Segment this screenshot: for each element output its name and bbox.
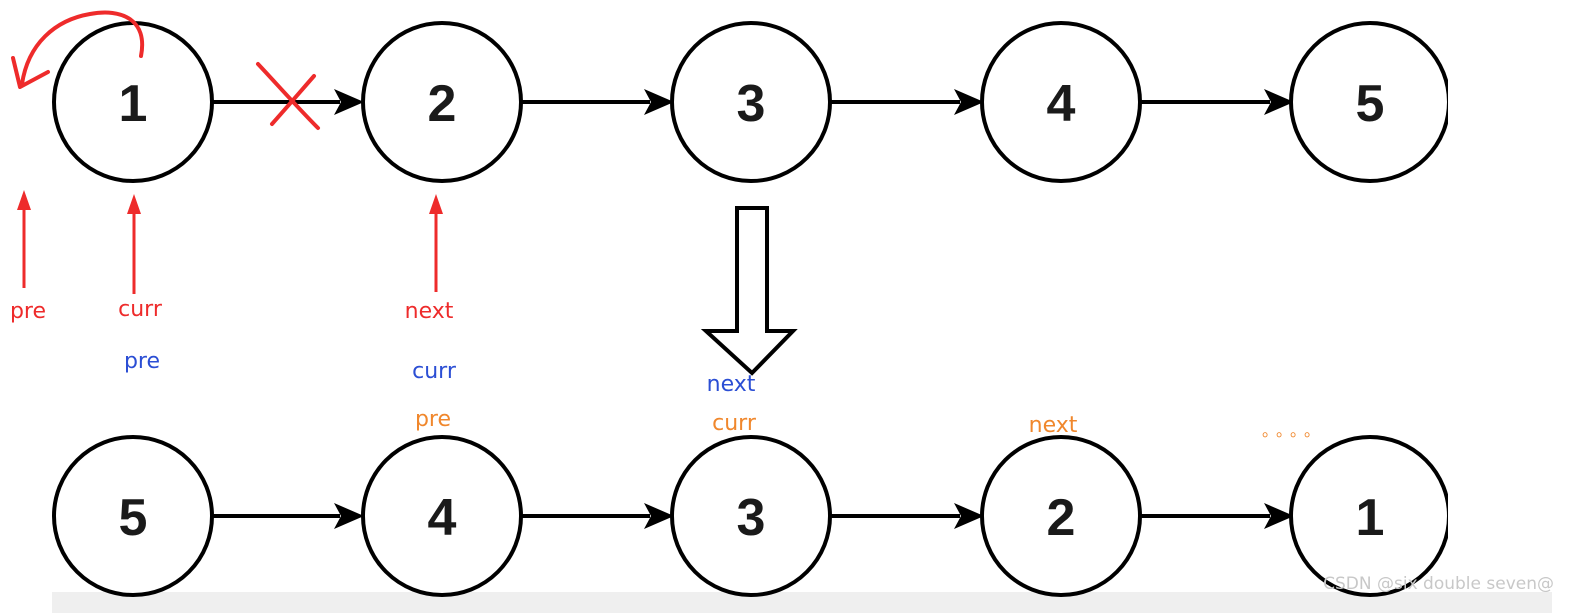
reverse-pointer-arrowhead — [11, 56, 50, 89]
label-curr: curr — [118, 297, 163, 322]
node-value: 5 — [119, 489, 148, 547]
node-value: 2 — [428, 75, 457, 133]
transform-down-arrow — [700, 206, 798, 376]
arrowhead — [644, 89, 674, 115]
red-annotations — [11, 10, 443, 294]
label-ellipsis: 。。。。 — [1262, 421, 1326, 440]
right-crop-mask — [1448, 0, 1596, 592]
arrowhead — [334, 89, 364, 115]
node-value: 1 — [119, 75, 148, 133]
list-node: 5 — [1289, 21, 1451, 183]
cross-mark-stroke — [270, 74, 316, 126]
arrowhead — [954, 89, 984, 115]
label-pre: pre — [415, 407, 451, 432]
label-next: next — [707, 372, 756, 397]
watermark: CSDN @six double seven@ — [1323, 574, 1554, 594]
node-value: 3 — [737, 489, 766, 547]
arrowhead — [127, 194, 141, 214]
node-value: 1 — [1356, 489, 1385, 547]
label-next: next — [1029, 413, 1078, 438]
list-node: 3 — [670, 435, 832, 597]
top-edges — [212, 89, 1294, 115]
list-node: 4 — [361, 435, 523, 597]
bottom-edges — [212, 503, 1294, 529]
list-node: 1 — [1289, 435, 1451, 597]
arrowhead — [954, 503, 984, 529]
list-node: 2 — [980, 435, 1142, 597]
arrowhead — [429, 194, 443, 214]
bottom-bar — [52, 592, 1552, 613]
arrowhead — [334, 503, 364, 529]
bottom-crop-mask — [0, 592, 52, 613]
label-curr: curr — [412, 359, 457, 384]
arrowhead — [17, 190, 31, 210]
label-next: next — [405, 299, 454, 324]
node-value: 3 — [737, 75, 766, 133]
pointer-labels: pre curr next pre curr next pre curr nex… — [10, 297, 1326, 440]
label-pre: pre — [124, 349, 160, 374]
node-value: 5 — [1356, 75, 1385, 133]
top-list: 1 2 3 4 5 — [52, 21, 1451, 183]
arrowhead — [1264, 503, 1294, 529]
arrowhead — [1264, 89, 1294, 115]
arrowhead — [644, 503, 674, 529]
list-node: 5 — [52, 435, 214, 597]
label-curr: curr — [712, 411, 757, 436]
list-node: 2 — [361, 21, 523, 183]
list-node: 4 — [980, 21, 1142, 183]
reverse-pointer-arrow — [20, 10, 145, 86]
bottom-list: 5 4 3 2 1 — [52, 435, 1451, 597]
node-value: 4 — [1047, 75, 1076, 133]
node-value: 4 — [428, 489, 457, 547]
label-pre: pre — [10, 299, 46, 324]
list-node: 1 — [52, 21, 214, 183]
node-value: 2 — [1047, 489, 1076, 547]
cross-mark-stroke — [256, 62, 320, 130]
list-node: 3 — [670, 21, 832, 183]
